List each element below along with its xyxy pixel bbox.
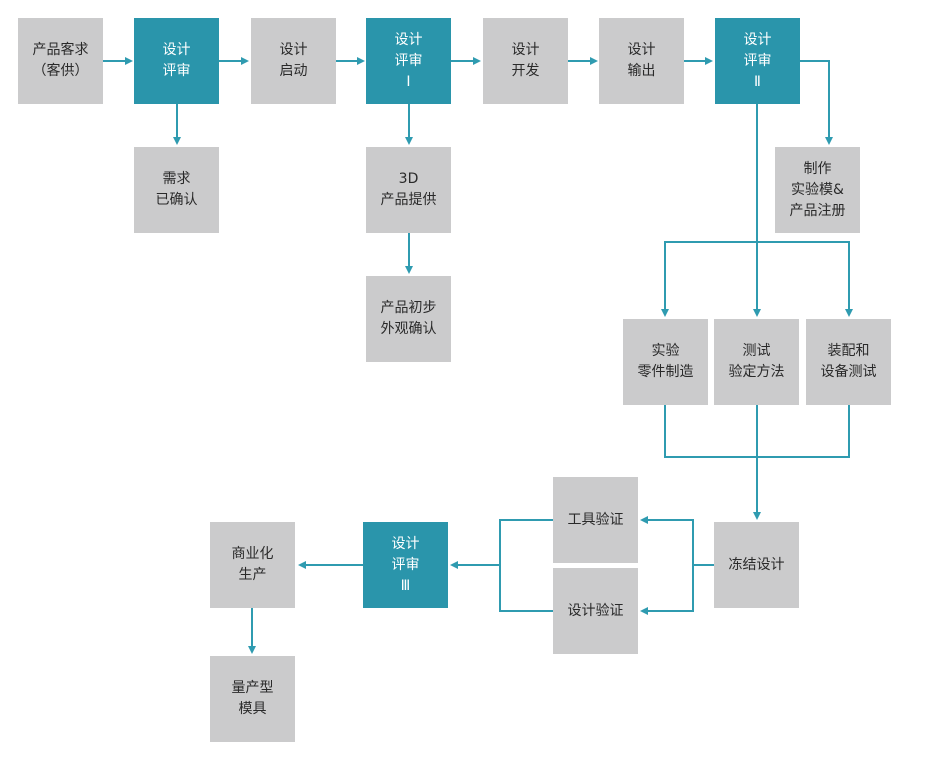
connector-line	[800, 60, 830, 137]
node-test-method: 测试 验定方法	[714, 319, 799, 405]
node-design-review: 设计 评审	[134, 18, 219, 104]
arrow-head	[753, 309, 761, 317]
node-assembly-test: 装配和 设备测试	[806, 319, 891, 405]
node-prototype-registration: 制作 实验模& 产品注册	[775, 147, 860, 233]
node-design-kickoff: 设计 启动	[251, 18, 336, 104]
arrow-head	[825, 137, 833, 145]
connector-line	[648, 519, 714, 566]
arrow-head	[640, 607, 648, 615]
node-initial-appearance: 产品初步 外观确认	[366, 276, 451, 362]
node-design-review-3: 设计 评审 Ⅲ	[363, 522, 448, 608]
arrow-head	[661, 309, 669, 317]
node-experimental-parts: 实验 零件制造	[623, 319, 708, 405]
arrow-head	[705, 57, 713, 65]
arrow-head	[640, 516, 648, 524]
node-design-output: 设计 输出	[599, 18, 684, 104]
node-design-freeze: 冻结设计	[714, 522, 799, 608]
arrow-head	[473, 57, 481, 65]
arrow-head	[248, 646, 256, 654]
node-tool-verification: 工具验证	[553, 477, 638, 563]
node-design-verification: 设计验证	[553, 568, 638, 654]
node-provide-3d: 3D 产品提供	[366, 147, 451, 233]
arrow-head	[450, 561, 458, 569]
node-design-review-2: 设计 评审 Ⅱ	[715, 18, 800, 104]
arrow-head	[173, 137, 181, 145]
node-design-review-1: 设计 评审 Ⅰ	[366, 18, 451, 104]
node-product-requirement: 产品客求 （客供）	[18, 18, 103, 104]
connector-line	[499, 519, 553, 612]
node-mass-production-mold: 量产型 模具	[210, 656, 295, 742]
arrow-head	[298, 561, 306, 569]
arrow-head	[241, 57, 249, 65]
arrow-head	[405, 266, 413, 274]
connector-line	[664, 241, 850, 309]
node-requirement-confirmed: 需求 已确认	[134, 147, 219, 233]
arrow-head	[845, 309, 853, 317]
arrow-head	[357, 57, 365, 65]
arrow-head	[753, 512, 761, 520]
connector-line	[648, 565, 694, 612]
arrow-head	[405, 137, 413, 145]
node-commercial-production: 商业化 生产	[210, 522, 295, 608]
node-design-development: 设计 开发	[483, 18, 568, 104]
arrow-head	[125, 57, 133, 65]
arrow-head	[590, 57, 598, 65]
